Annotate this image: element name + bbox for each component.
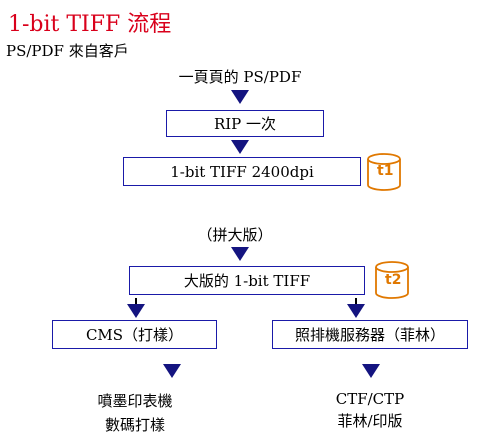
tiff-2400-box: 1-bit TIFF 2400dpi xyxy=(123,157,361,186)
output-proof-text: 數碼打樣 xyxy=(104,416,165,434)
storage-t2-icon xyxy=(375,261,409,299)
arrow-down-icon xyxy=(163,364,181,378)
arrow-down-icon xyxy=(231,247,249,261)
storage-t1-label: t1 xyxy=(377,163,394,179)
arrow-down-icon xyxy=(347,304,365,318)
arrow-down-icon xyxy=(127,304,145,318)
branch-connector-right xyxy=(355,298,357,306)
branch-connector-left xyxy=(135,298,137,306)
storage-t2-label: t2 xyxy=(385,272,402,288)
tiff-2400-label: 1-bit TIFF 2400dpi xyxy=(170,162,314,181)
output-printer-text: 噴墨印表機 xyxy=(97,392,173,410)
arrow-down-icon xyxy=(231,140,249,154)
diagram-subtitle: PS/PDF 來自客戶 xyxy=(6,42,129,60)
arrow-down-icon xyxy=(231,90,249,104)
rip-box-label: RIP 一次 xyxy=(213,115,277,133)
big-tiff-label: 大版的 1-bit TIFF xyxy=(183,272,311,290)
output-plate-text: 菲林/印版 xyxy=(337,412,403,430)
step-pages-text: 一頁頁的 PS/PDF xyxy=(178,68,302,86)
output-ctp-text: CTF/CTP xyxy=(335,390,405,408)
imposition-text: （拼大版） xyxy=(197,226,273,244)
diagram-title: 1-bit TIFF 流程 xyxy=(8,12,172,37)
rip-box: RIP 一次 xyxy=(166,110,324,137)
cms-box-label: CMS（打樣） xyxy=(85,326,184,344)
server-box-label: 照排機服務器（菲林） xyxy=(294,326,445,344)
storage-t1-icon xyxy=(367,153,401,191)
big-tiff-box: 大版的 1-bit TIFF xyxy=(129,266,365,295)
arrow-down-icon xyxy=(362,364,380,378)
cms-box: CMS（打樣） xyxy=(52,320,217,349)
server-box: 照排機服務器（菲林） xyxy=(272,320,468,349)
